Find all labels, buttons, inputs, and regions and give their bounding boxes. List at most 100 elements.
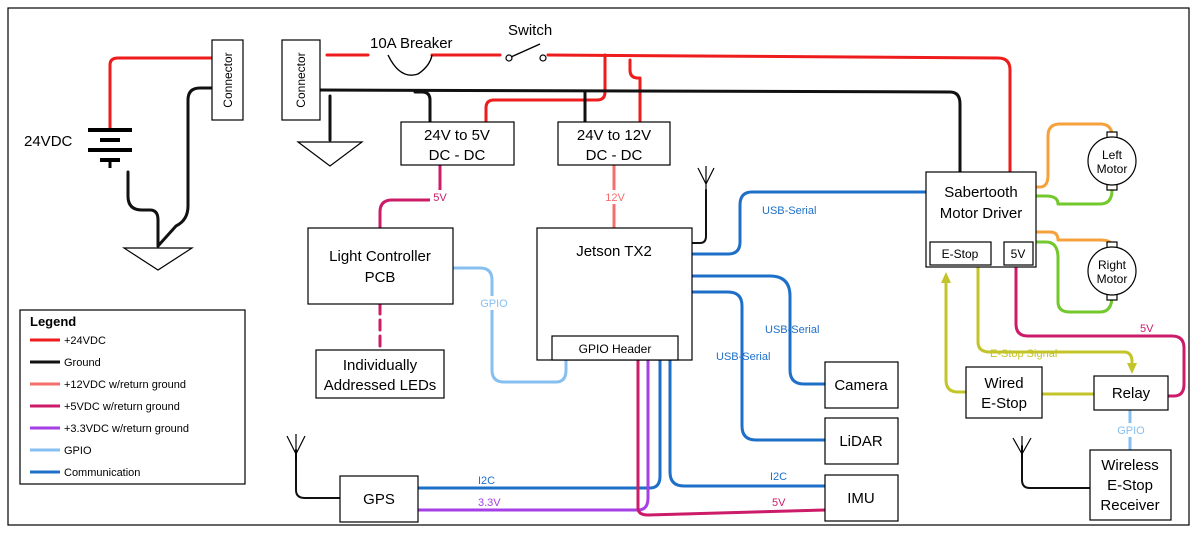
wire-ground-main	[317, 88, 962, 174]
legend-item-label: +24VDC	[64, 335, 106, 347]
legend-items: +24VDC Ground +12VDC w/return ground +5VDC …	[30, 335, 189, 479]
gps-box	[339, 475, 419, 523]
legend-item-label: Ground	[64, 357, 101, 369]
wire-ground-battery	[126, 170, 160, 248]
camera-box	[824, 361, 899, 409]
wired-estop-line2: E-Stop	[981, 395, 1027, 412]
legend: Legend +24VDC Ground +12VDC w/return groun…	[19, 309, 246, 485]
legend-item-label: +5VDC w/return ground	[64, 401, 180, 413]
wire-5v-imu	[636, 358, 827, 517]
wire-i2c-gps	[416, 358, 662, 490]
v5-port-label: 5V	[1011, 247, 1026, 261]
wire-label-usb-lidar: USB-Serial	[716, 351, 770, 363]
light-controller-box	[307, 227, 454, 305]
left-motor	[1087, 131, 1137, 191]
breaker-symbol	[387, 54, 433, 76]
left-motor-line2: Motor	[1097, 162, 1128, 176]
dc-dc-5v-line2: DC - DC	[429, 147, 486, 164]
wire-usb-lidar	[690, 290, 827, 442]
estop-arrow-down	[1127, 363, 1137, 374]
wire-label-gpio-relay: GPIO	[1117, 425, 1145, 437]
light-controller-line2: PCB	[365, 269, 396, 286]
wire-label-33v: 3.3V	[478, 497, 501, 509]
switch-symbol	[505, 43, 547, 62]
wire-labels: 5V 12V USB-Serial USB-Serial USB-Serial …	[430, 190, 1154, 509]
estop-port-label: E-Stop	[942, 247, 979, 261]
ground-symbol-connector	[296, 141, 364, 167]
wire-usb-camera	[690, 274, 827, 386]
breaker-label: 10A Breaker	[370, 35, 453, 52]
wired-estop-box	[965, 366, 1043, 419]
legend-box	[19, 309, 246, 485]
connector-right-label: Connector	[294, 52, 308, 107]
wire-label-usb-sabertooth: USB-Serial	[762, 205, 816, 217]
estop-port-box	[929, 241, 992, 266]
legend-item-label: Communication	[64, 467, 140, 479]
wire-ground-connector-left	[156, 86, 214, 248]
switch-label: Switch	[508, 22, 552, 39]
camera-label: Camera	[834, 377, 888, 394]
battery-label: 24VDC	[24, 133, 73, 150]
sabertooth-line2: Motor Driver	[940, 205, 1023, 222]
right-motor-line1: Right	[1098, 258, 1127, 272]
wire-gps-antenna	[295, 449, 341, 499]
wireless-line2: E-Stop	[1107, 477, 1153, 494]
wire-jetson-antenna	[689, 189, 707, 244]
wire-estop-wired	[944, 276, 968, 394]
dc-dc-5v-box	[400, 121, 515, 166]
wire-usb-sabertooth	[690, 190, 927, 256]
gpio-header-box	[551, 335, 679, 361]
relay-label: Relay	[1112, 385, 1151, 402]
v5-port-box	[1003, 241, 1034, 266]
wire-label-5v-light: 5V	[433, 192, 447, 204]
dc-dc-12v-line1: 24V to 12V	[577, 127, 651, 144]
imu-box	[824, 474, 899, 522]
imu-label: IMU	[847, 490, 875, 507]
legend-item-label: +3.3VDC w/return ground	[64, 423, 189, 435]
wire-ground-to-dc5	[413, 90, 432, 124]
connector-left-box	[211, 39, 244, 121]
wires	[108, 53, 1186, 517]
wire-gpio-light	[450, 266, 568, 384]
jetson-label: Jetson TX2	[576, 243, 652, 260]
relay-box	[1093, 375, 1169, 411]
wire-label-5v-relay: 5V	[1140, 323, 1154, 335]
wire-label-i2c-imu: I2C	[770, 471, 787, 483]
wire-right-motor-b	[1034, 240, 1114, 314]
wire-estop-signal	[976, 265, 1134, 364]
wire-5v-relay	[1014, 265, 1186, 398]
leds-box	[315, 349, 445, 399]
wire-label-5v-imu: 5V	[772, 497, 786, 509]
battery-symbol	[88, 128, 132, 168]
gps-label: GPS	[363, 491, 395, 508]
lidar-box	[824, 417, 899, 465]
legend-item-label: GPIO	[64, 445, 92, 457]
legend-title: Legend	[30, 314, 76, 329]
estop-arrow-up	[941, 272, 951, 283]
receiver-antenna-icon	[1012, 436, 1032, 458]
right-motor	[1087, 241, 1137, 301]
gpio-header-label: GPIO Header	[579, 342, 652, 356]
wire-label-usb-camera: USB-Serial	[765, 324, 819, 336]
leds-line1: Individually	[343, 357, 418, 374]
legend-item-label: +12VDC w/return ground	[64, 379, 186, 391]
dc-dc-12v-box	[557, 121, 671, 166]
wireless-line1: Wireless	[1101, 457, 1159, 474]
wire-label-gpio-light: GPIO	[480, 298, 508, 310]
right-motor-line2: Motor	[1097, 272, 1128, 286]
ground-symbol-battery	[121, 247, 195, 271]
wire-label-estop-signal: E-Stop Signal	[990, 348, 1057, 360]
wireless-line3: Receiver	[1100, 497, 1159, 514]
wired-estop-line1: Wired	[984, 375, 1023, 392]
connector-left-label: Connector	[221, 52, 235, 107]
wire-24v-battery	[108, 56, 214, 130]
wire-left-motor-b	[1034, 188, 1114, 206]
wire-label-i2c-gps: I2C	[478, 475, 495, 487]
wire-receiver-antenna	[1021, 445, 1091, 489]
wireless-receiver-box	[1089, 449, 1172, 521]
jetson-antenna-icon	[697, 166, 715, 190]
wire-left-motor-a	[1034, 122, 1114, 189]
wire-label-12v: 12V	[605, 192, 625, 204]
